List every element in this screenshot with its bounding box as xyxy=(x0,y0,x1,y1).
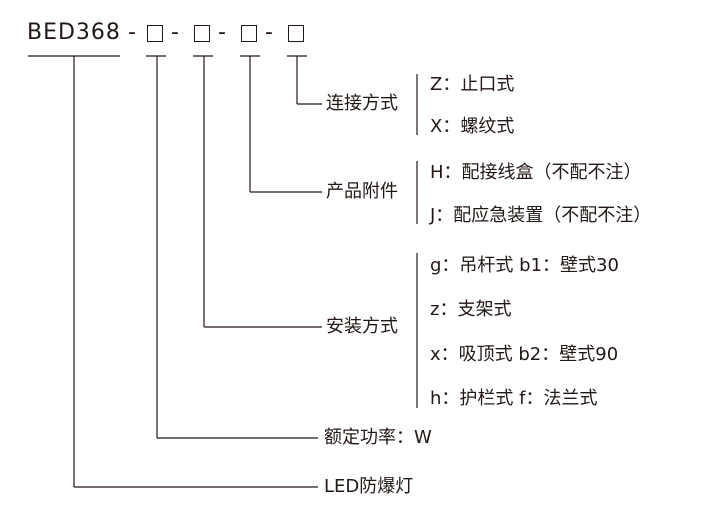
option-installation-h: h：护栏式 f：法兰式 xyxy=(430,388,598,409)
option-accessories-j: J：配应急装置（不配不注） xyxy=(430,205,652,226)
separator-3: - xyxy=(218,20,227,45)
option-installation-z: z：支架式 xyxy=(430,299,512,320)
code-slot-1 xyxy=(147,25,163,42)
option-installation-x: x：吸顶式 b2：壁式90 xyxy=(430,344,619,365)
group-label-installation: 安装方式 xyxy=(326,316,398,337)
group-label-accessories: 产品附件 xyxy=(326,181,398,202)
separator-4: - xyxy=(265,20,274,45)
option-connection-z: Z：止口式 xyxy=(430,74,515,95)
model-prefix: BED368 xyxy=(27,20,121,45)
code-slot-4 xyxy=(288,25,304,42)
option-connection-x: X：螺纹式 xyxy=(430,116,515,137)
option-accessories-h: H：配接线盒（不配不注） xyxy=(430,162,642,183)
separator-2: - xyxy=(171,20,180,45)
code-slot-2 xyxy=(194,25,210,42)
option-installation-g: g：吊杆式 b1：壁式30 xyxy=(430,255,619,276)
group-label-power: 额定功率：W xyxy=(324,427,432,448)
code-slot-3 xyxy=(241,25,257,42)
group-label-connection: 连接方式 xyxy=(326,93,398,114)
separator-1: - xyxy=(128,20,137,45)
group-label-product: LED防爆灯 xyxy=(324,476,414,497)
